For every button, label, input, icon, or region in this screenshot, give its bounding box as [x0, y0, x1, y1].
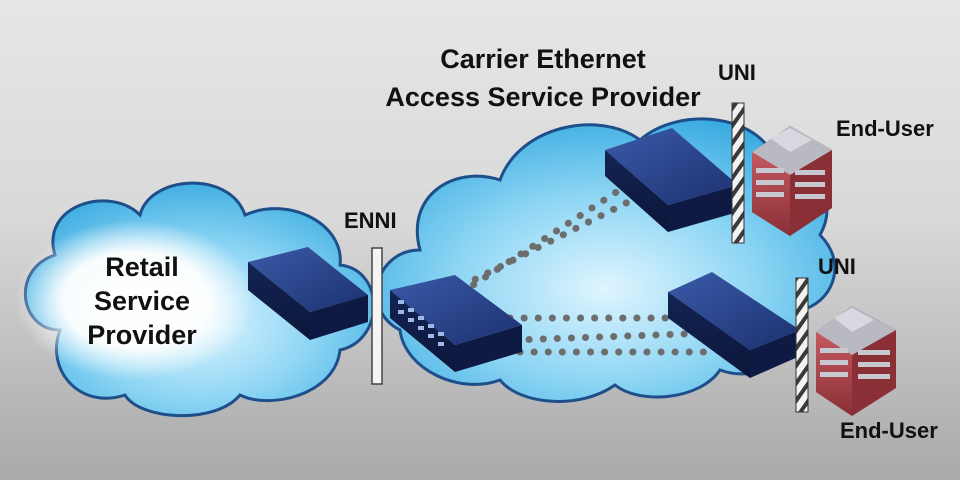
- end-user-label-2: End-User: [840, 418, 938, 443]
- end-user-label-1: End-User: [836, 116, 934, 141]
- uni-interface-bar-1: [731, 102, 745, 244]
- virtual-connections: [446, 176, 719, 356]
- uni-label-2: UNI: [818, 254, 856, 279]
- enni-interface-bar: [371, 247, 383, 385]
- retail-line-1: Retail: [105, 252, 179, 282]
- evc-line-2: [446, 176, 639, 304]
- lower-edge-switch-icon: [668, 272, 800, 378]
- retail-provider-cloud: [15, 181, 376, 418]
- retail-line-2: Service: [93, 286, 191, 316]
- retail-provider-label: Retail Service Provider: [62, 250, 222, 352]
- building-icon: [752, 126, 832, 236]
- building-icon: [816, 306, 896, 416]
- upper-edge-switch-icon: [605, 128, 738, 232]
- retail-line-3: Provider: [87, 320, 197, 350]
- enni-label: ENNI: [344, 208, 397, 233]
- title-line-2: Access Service Provider: [385, 82, 701, 112]
- uni-interface-bar-2: [795, 277, 809, 413]
- carrier-ethernet-title: Carrier Ethernet Access Service Provider: [378, 40, 708, 116]
- evc-line-4: [511, 329, 716, 344]
- uni-label-1: UNI: [718, 60, 756, 85]
- title-line-1: Carrier Ethernet: [440, 44, 646, 74]
- retail-switch-icon: [248, 247, 368, 340]
- central-switch-icon: [390, 275, 522, 372]
